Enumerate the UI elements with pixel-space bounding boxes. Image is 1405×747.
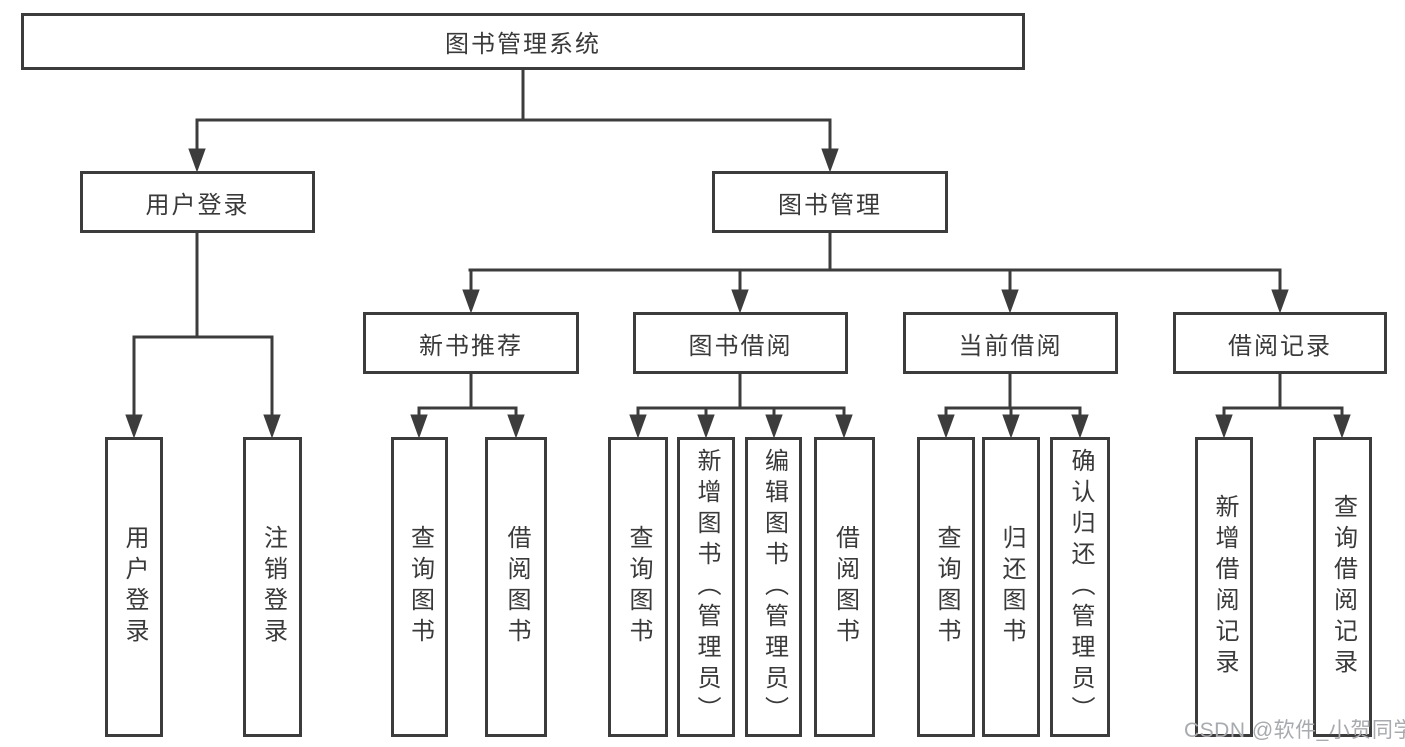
leaf-add-book-admin: 新增图书（管理员）: [677, 437, 735, 737]
leaf-user-login: 用户登录: [105, 437, 163, 737]
node-current-borrowing: 当前借阅: [903, 312, 1118, 374]
watermark: CSDN @软件_小贺同学: [1184, 719, 1405, 742]
leaf-add-borrow-record: 新增借阅记录: [1195, 437, 1253, 737]
leaf-borrow-books-recommend: 借阅图书: [485, 437, 547, 737]
node-new-book-recommend: 新书推荐: [363, 312, 579, 374]
leaf-confirm-return-admin: 确认归还（管理员）: [1050, 437, 1110, 737]
leaf-borrow-books-borrowing: 借阅图书: [814, 437, 875, 737]
node-user-login: 用户登录: [80, 171, 315, 233]
leaf-edit-book-admin: 编辑图书（管理员）: [745, 437, 802, 737]
leaf-query-books-recommend: 查询图书: [391, 437, 448, 737]
leaf-query-borrow-record: 查询借阅记录: [1313, 437, 1372, 737]
leaf-return-books: 归还图书: [982, 437, 1040, 737]
leaf-query-books-borrowing: 查询图书: [608, 437, 668, 737]
node-book-management: 图书管理: [712, 171, 948, 233]
node-library-system: 图书管理系统: [21, 13, 1025, 70]
node-borrow-records: 借阅记录: [1173, 312, 1387, 374]
leaf-query-books-current: 查询图书: [917, 437, 975, 737]
leaf-logout: 注销登录: [243, 437, 302, 737]
node-book-borrowing: 图书借阅: [633, 312, 848, 374]
